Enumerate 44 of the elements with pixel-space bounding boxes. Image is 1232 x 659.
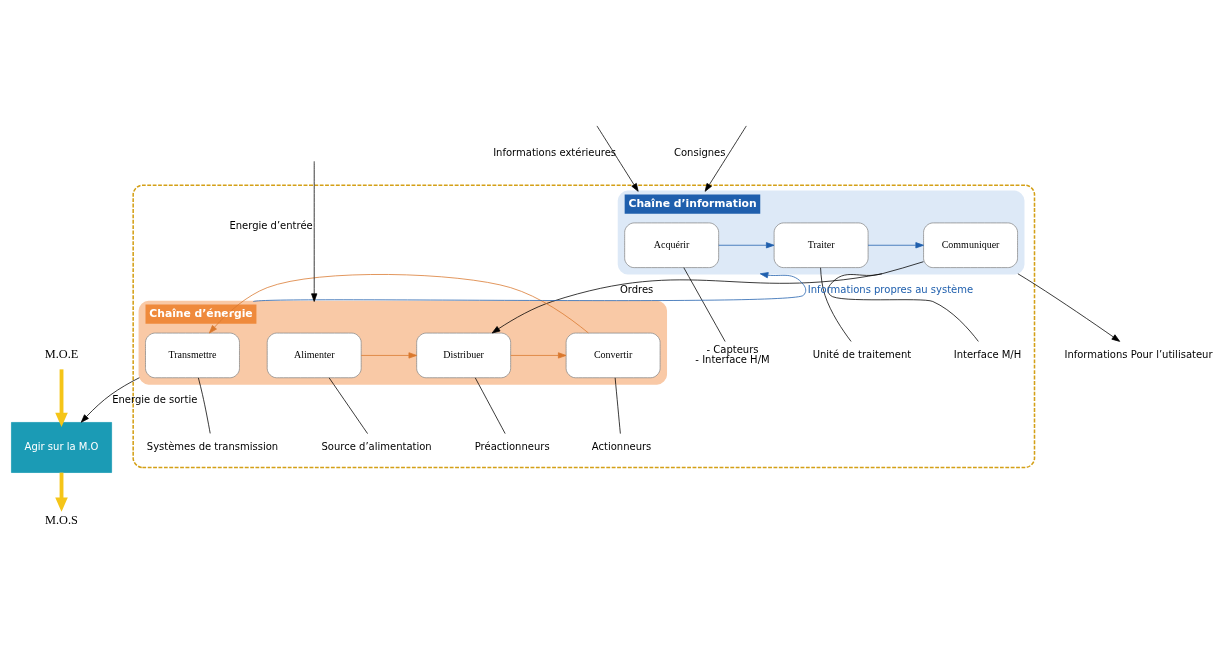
connector: [614, 377, 621, 434]
node-box: Communiquer: [923, 222, 1018, 268]
node-text: Actionneurs: [591, 440, 652, 452]
connector: [474, 377, 506, 434]
node-text: - Capteurs - Interface H/M: [695, 343, 770, 365]
node-box: Distribuer: [416, 332, 512, 378]
arrow: [867, 241, 924, 248]
node-text: M.O.E: [44, 346, 79, 361]
node-box: Traiter: [773, 222, 869, 268]
edge-label: Informations extérieures: [493, 146, 617, 158]
arrow: [510, 351, 567, 358]
node-box: Alimenter: [266, 332, 362, 378]
connector: [328, 377, 368, 434]
node-text: Préactionneurs: [474, 440, 550, 452]
node-box: Convertir: [565, 332, 661, 378]
arrow: [311, 160, 318, 302]
connector: [827, 260, 979, 342]
edge-label: Informations propres au système: [807, 283, 974, 295]
edge-label: Energie de sortie: [112, 393, 198, 405]
connector: [198, 377, 211, 434]
node-text: M.O.S: [45, 512, 78, 527]
arrow: [704, 125, 747, 192]
arrow: [55, 472, 68, 512]
connector: [820, 266, 852, 342]
node-text: Unité de traitement: [812, 348, 912, 360]
node-box: Agir sur la M.O: [11, 421, 112, 473]
arrow: [80, 376, 140, 423]
edge-label: Energie d’entrée: [229, 219, 313, 231]
arrow: [1017, 272, 1121, 342]
edge-label: Consignes: [674, 146, 726, 158]
node-box: Acquérir: [624, 222, 720, 268]
arrow: [209, 273, 589, 333]
node-text: Source d’alimentation: [321, 440, 432, 452]
arrow: [252, 271, 807, 302]
node-text: Interface M/H: [953, 348, 1022, 360]
node-text: Systèmes de transmission: [146, 440, 279, 452]
arrow: [360, 351, 418, 358]
arrow: [55, 368, 68, 427]
node-text: Informations Pour l’utilisateur: [1064, 348, 1213, 360]
connector: [683, 266, 726, 342]
node-box: Transmettre: [145, 332, 240, 378]
edge-label: Ordres: [619, 283, 654, 295]
arrow: [718, 241, 775, 248]
arrow: [596, 125, 639, 192]
